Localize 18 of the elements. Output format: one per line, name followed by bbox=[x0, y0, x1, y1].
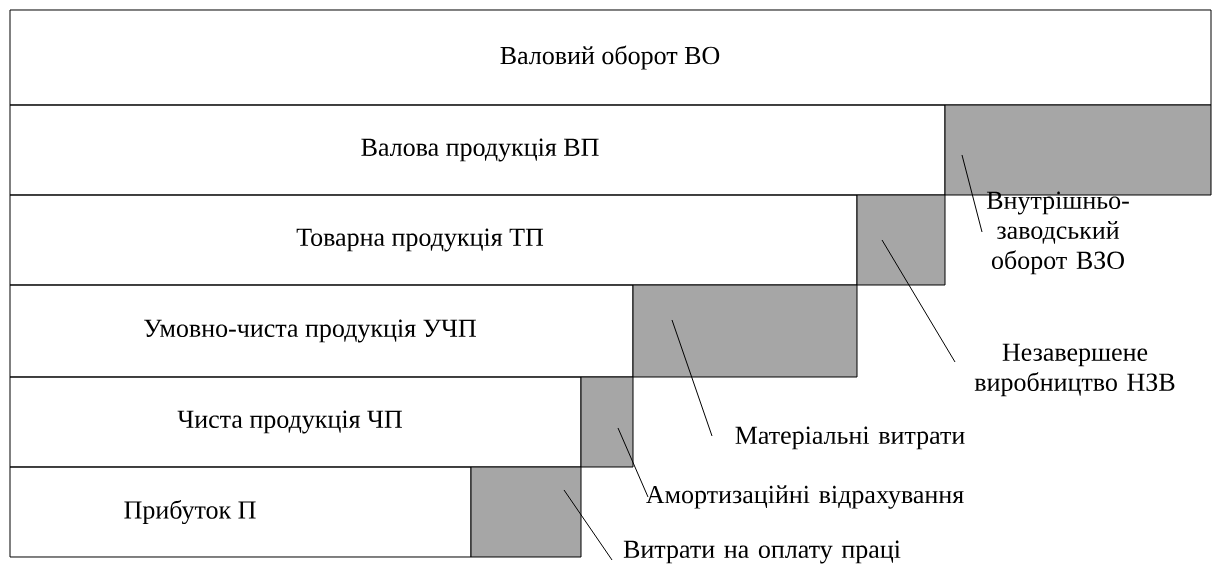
leader-line bbox=[617, 427, 649, 498]
leader-line bbox=[961, 154, 983, 233]
shaded-box bbox=[470, 466, 582, 558]
row-box: Валовий оборот ВО bbox=[9, 9, 1212, 106]
shaded-box bbox=[580, 376, 634, 468]
shaded-box bbox=[632, 284, 858, 378]
leader-line bbox=[881, 239, 956, 363]
leader-line bbox=[671, 319, 713, 437]
callout-label: Внутрішньо-заводський оборот ВЗО bbox=[986, 191, 1129, 275]
row-box: Валова продукція ВП bbox=[9, 104, 946, 196]
row-box: Прибуток П bbox=[9, 466, 472, 558]
leader-line bbox=[563, 489, 613, 561]
callout-label: Амортизаційні відрахування bbox=[646, 485, 964, 509]
shaded-box bbox=[856, 194, 946, 286]
row-box: Умовно-чиста продукція УЧП bbox=[9, 284, 634, 378]
callout-label: Витрати на оплату праці bbox=[623, 540, 901, 564]
callout-label: Матеріальні витрати bbox=[735, 426, 965, 450]
callout-label: Незавершене виробництво НЗВ bbox=[974, 343, 1175, 397]
